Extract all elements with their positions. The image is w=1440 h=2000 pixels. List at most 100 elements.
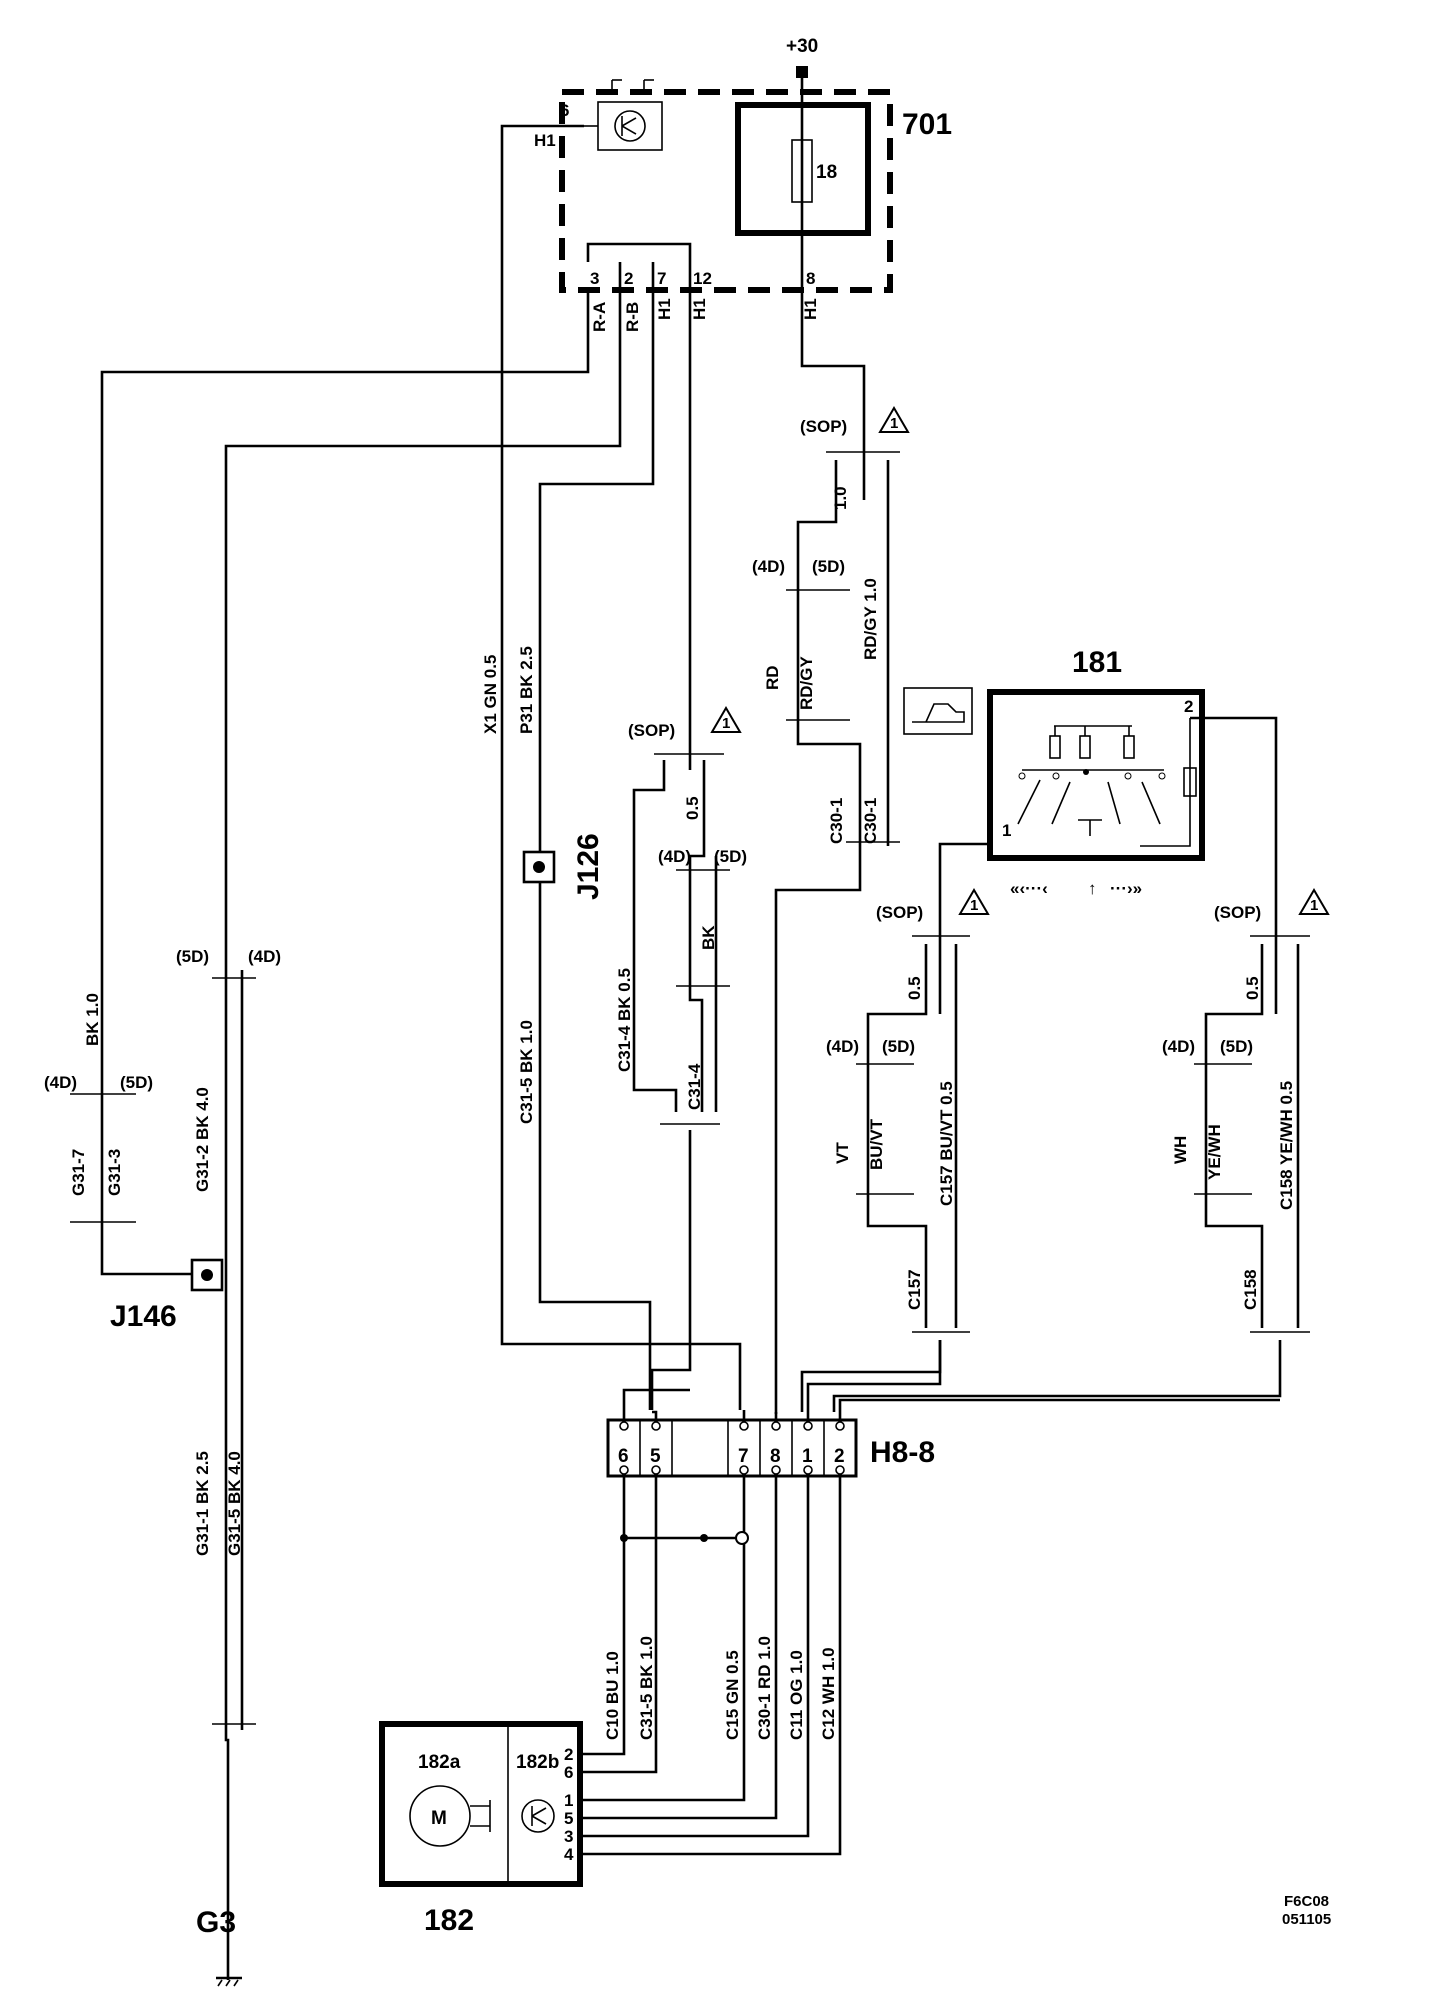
splice-j146-label: J146	[110, 1300, 177, 1333]
wire-g31-5-label: G31-5 BK 4.0	[225, 1451, 244, 1556]
component-181-label: 181	[1072, 646, 1122, 679]
wire-h1-pin8-label: H1	[801, 298, 820, 320]
branch-c31-4: (SOP) 1 0.5 (4D) (5D) BK C31-4 BK 0.5 C3…	[615, 707, 747, 1410]
pin-6-label: 6	[560, 101, 569, 120]
pin-2-label: 2	[624, 269, 633, 288]
ground-g3-label: G3	[196, 1906, 236, 1939]
branch-rd-gy: (SOP) 1 1.0 (4D) (5D) RD RD/GY RD/GY 1.0…	[752, 290, 909, 1414]
wire-p31-label: P31 BK 2.5	[517, 646, 536, 734]
wire-wh-label: WH	[1171, 1136, 1190, 1164]
sop-label-1: (SOP)	[800, 417, 847, 436]
wire-c11-label: C11 OG 1.0	[787, 1650, 806, 1740]
motor-m-label: M	[431, 1808, 447, 1829]
h88-pin-1: 1	[802, 1446, 813, 1467]
wire-c158-full-label: C158 YE/WH 0.5	[1277, 1081, 1296, 1210]
var-5d-label-4: (5D)	[120, 1073, 153, 1092]
wire-10-label: 1.0	[831, 486, 850, 510]
tri-label-1: 1	[890, 415, 898, 432]
branch-ground: (5D) (4D) BK 1.0 (4D) (5D) G31-7 G31-3 G…	[44, 947, 281, 1987]
wire-rdgy-label: RD/GY	[797, 656, 816, 711]
pin-8-label: 8	[806, 269, 815, 288]
m182-pin-2: 2	[564, 1745, 573, 1764]
wire-ra-label: R-A	[590, 302, 609, 332]
h88-pin-7: 7	[738, 1446, 749, 1467]
var-5d-label-3: (5D)	[176, 947, 209, 966]
wire-yewh-label: YE/WH	[1205, 1124, 1224, 1180]
wire-c30-1b-label: C30-1 RD 1.0	[755, 1636, 774, 1740]
wire-rb-label: R-B	[623, 302, 642, 332]
tri-label-2: 1	[722, 715, 730, 732]
wire-x1-label: X1 GN 0.5	[481, 655, 500, 734]
figure-date: 051105	[1282, 1911, 1331, 1928]
wire-c10-label: C10 BU 1.0	[603, 1651, 622, 1740]
wires-to-182: C10 BU 1.0 C31-5 BK 1.0 C15 GN 0.5 C30-1…	[580, 1474, 842, 1856]
wire-buvt-label: BU/VT	[867, 1118, 886, 1170]
m182-pin-3: 3	[564, 1827, 573, 1846]
wire-c31-5b-label: C31-5 BK 1.0	[637, 1636, 656, 1740]
wire-c30-1-label-left: C30-1	[827, 798, 846, 844]
pin-3-label: 3	[590, 269, 599, 288]
component-182b-label: 182b	[516, 1752, 559, 1773]
wire-c157-full-label: C157 BU/VT 0.5	[937, 1081, 956, 1206]
fuse-18-label: 18	[816, 162, 837, 183]
h88-pin-6: 6	[618, 1446, 629, 1467]
wire-rd-label: RD	[763, 665, 782, 690]
wire-h1-pin7-label: H1	[655, 298, 674, 320]
wire-g31-3-label: G31-3	[105, 1149, 124, 1196]
splice-j126-label: J126	[572, 833, 605, 900]
tri-label-4: 1	[1310, 897, 1318, 914]
branch-x1-p31: X1 GN 0.5 P31 BK 2.5 J126 C31-5 BK 1.0	[481, 646, 605, 1124]
wire-bk10-label: BK 1.0	[83, 993, 102, 1046]
h88-pin-5: 5	[650, 1446, 661, 1467]
wire-rdgy-10-label: RD/GY 1.0	[861, 578, 880, 660]
var-5d-label-6: (5D)	[1220, 1037, 1253, 1056]
pin-12-label: 12	[693, 269, 712, 288]
figure-code: F6C08	[1284, 1893, 1329, 1910]
wire-c12-label: C12 WH 1.0	[819, 1647, 838, 1740]
supply-plus30-label: +30	[786, 36, 818, 57]
h88-pin-8: 8	[770, 1446, 781, 1467]
m182-pin-5: 5	[564, 1809, 573, 1828]
wire-g31-2-label: G31-2 BK 4.0	[193, 1087, 212, 1192]
wire-group-701	[100, 124, 742, 1410]
wire-h1-pin12-label: H1	[690, 298, 709, 320]
var-4d-label-5: (4D)	[826, 1037, 859, 1056]
wire-c31-5-label: C31-5 BK 1.0	[517, 1020, 536, 1124]
var-5d-label-5: (5D)	[882, 1037, 915, 1056]
var-5d-label-1: (5D)	[812, 557, 845, 576]
var-4d-label-4: (4D)	[44, 1073, 77, 1092]
component-701-label: 701	[902, 108, 952, 141]
component-182: M 182a 182b 2 6 1 5 3 4 182	[379, 1721, 583, 1937]
sop-label-4: (SOP)	[1214, 903, 1261, 922]
wire-c157-label: C157	[905, 1269, 924, 1310]
var-4d-label-3: (4D)	[248, 947, 281, 966]
branch-c157: (SOP) 1 0.5 (4D) (5D) VT BU/VT C157 BU/V…	[800, 842, 990, 1412]
switch-arrow-up: ↑	[1088, 879, 1097, 898]
wire-05c-label: 0.5	[1243, 976, 1262, 1000]
m182-pin-6: 6	[564, 1763, 573, 1782]
tri-label-3: 1	[970, 897, 978, 914]
wire-c31-4-bk-label: C31-4 BK 0.5	[615, 968, 634, 1072]
connector-h8-8: 6 5 7 8 1 2 H8-8	[606, 1340, 1280, 1478]
switch-arrow-right: ···›»	[1110, 879, 1142, 898]
wire-05a-label: 0.5	[683, 796, 702, 820]
wire-c31-4-label: C31-4	[685, 1063, 704, 1110]
var-5d-label-2: (5D)	[714, 847, 747, 866]
sop-label-3: (SOP)	[876, 903, 923, 922]
switch-pin-1-label: 1	[1002, 821, 1011, 840]
wire-g31-1-label: G31-1 BK 2.5	[193, 1451, 212, 1556]
var-4d-label-2: (4D)	[658, 847, 691, 866]
switch-arrow-left: «‹···‹	[1010, 879, 1048, 898]
wire-c30-1-label-top: C30-1	[861, 798, 880, 844]
pin-h1-label: H1	[534, 131, 556, 150]
component-182-label: 182	[424, 1904, 474, 1937]
control-unit-701: 6 H1 3 2 7 12 8 18 +30 701 R-A R-B H1 H1…	[534, 36, 952, 332]
wire-g31-7-label: G31-7	[69, 1149, 88, 1196]
switch-181: 181 1 2 «‹···‹ ↑ ···›»	[903, 646, 1205, 898]
wire-c158-label: C158	[1241, 1269, 1260, 1310]
switch-pin-2-label: 2	[1184, 697, 1193, 716]
branch-c158: (SOP) 1 0.5 (4D) (5D) WH YE/WH C158 YE/W…	[832, 716, 1329, 1412]
wire-05b-label: 0.5	[905, 976, 924, 1000]
wire-c15-label: C15 GN 0.5	[723, 1650, 742, 1740]
